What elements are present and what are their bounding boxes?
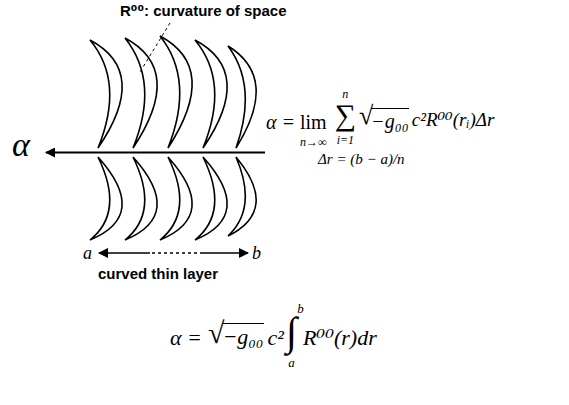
alpha-symbol: α — [12, 128, 30, 162]
leader-line — [140, 23, 170, 72]
crescent-layers — [90, 36, 256, 240]
integral-limit: a — [288, 356, 295, 369]
formula-term: c²R⁰⁰(rᵢ)Δr — [412, 110, 495, 129]
formula-term: R⁰⁰(r)dr — [303, 327, 377, 349]
limit-subscript: n→∞ — [300, 136, 327, 148]
formula-term: −g₀₀ — [371, 108, 408, 131]
formula-term: lim — [300, 112, 327, 132]
range-dashes — [152, 252, 198, 253]
integral-sign: ∫ — [286, 312, 297, 352]
caption-label: R⁰⁰: curvature of space — [120, 3, 287, 18]
range-arrow-left — [99, 252, 150, 253]
formula-term: α = — [266, 112, 295, 132]
caption-label: curved thin layer — [98, 266, 218, 281]
sum-limit: n — [342, 88, 348, 100]
formula-term: −g₀₀ — [222, 323, 263, 348]
integral-limit: b — [297, 302, 304, 315]
sum-symbol: ∑ — [335, 100, 356, 130]
bound-label: a — [83, 244, 92, 262]
formula-term: Δr = (b − a)/n — [318, 152, 405, 167]
sum-limit: i=1 — [337, 134, 354, 146]
formula-term: c² — [268, 327, 284, 349]
formula-term: α = — [170, 327, 202, 349]
alpha-arrow — [46, 152, 265, 154]
bound-label: b — [252, 244, 261, 262]
range-arrow-right — [200, 252, 248, 253]
